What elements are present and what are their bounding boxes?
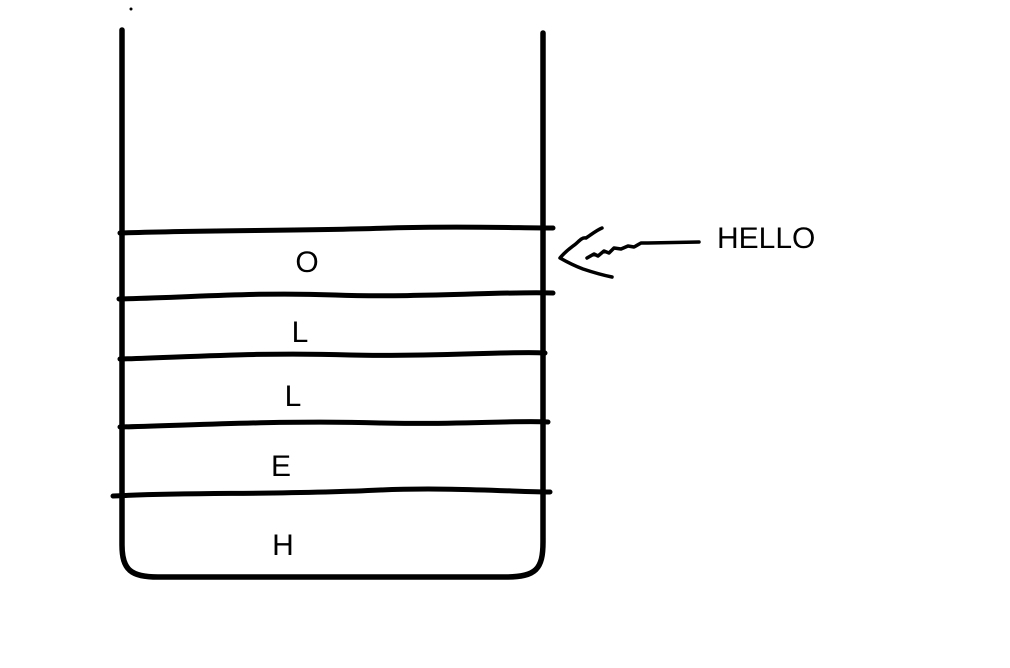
stack-container-outline bbox=[119, 27, 546, 580]
stack-cell-label-l1: L bbox=[291, 316, 309, 349]
arrow-head-icon bbox=[558, 226, 614, 279]
stray-dot bbox=[129, 7, 133, 11]
divider-line-l-l bbox=[117, 350, 548, 362]
divider-line-top bbox=[117, 224, 556, 236]
stack-cell-label-l2: L bbox=[284, 380, 302, 413]
divider-line-o-l bbox=[116, 290, 556, 302]
arrow-shaft bbox=[585, 240, 701, 260]
stack-cell-label-o: O bbox=[295, 246, 319, 279]
divider-line-l-e bbox=[117, 419, 551, 430]
stack-cell-label-e: E bbox=[270, 450, 292, 483]
stack-cell-label-h: H bbox=[272, 529, 294, 562]
annotation-label: HELLO bbox=[717, 222, 816, 255]
divider-line-e-h bbox=[110, 486, 553, 499]
